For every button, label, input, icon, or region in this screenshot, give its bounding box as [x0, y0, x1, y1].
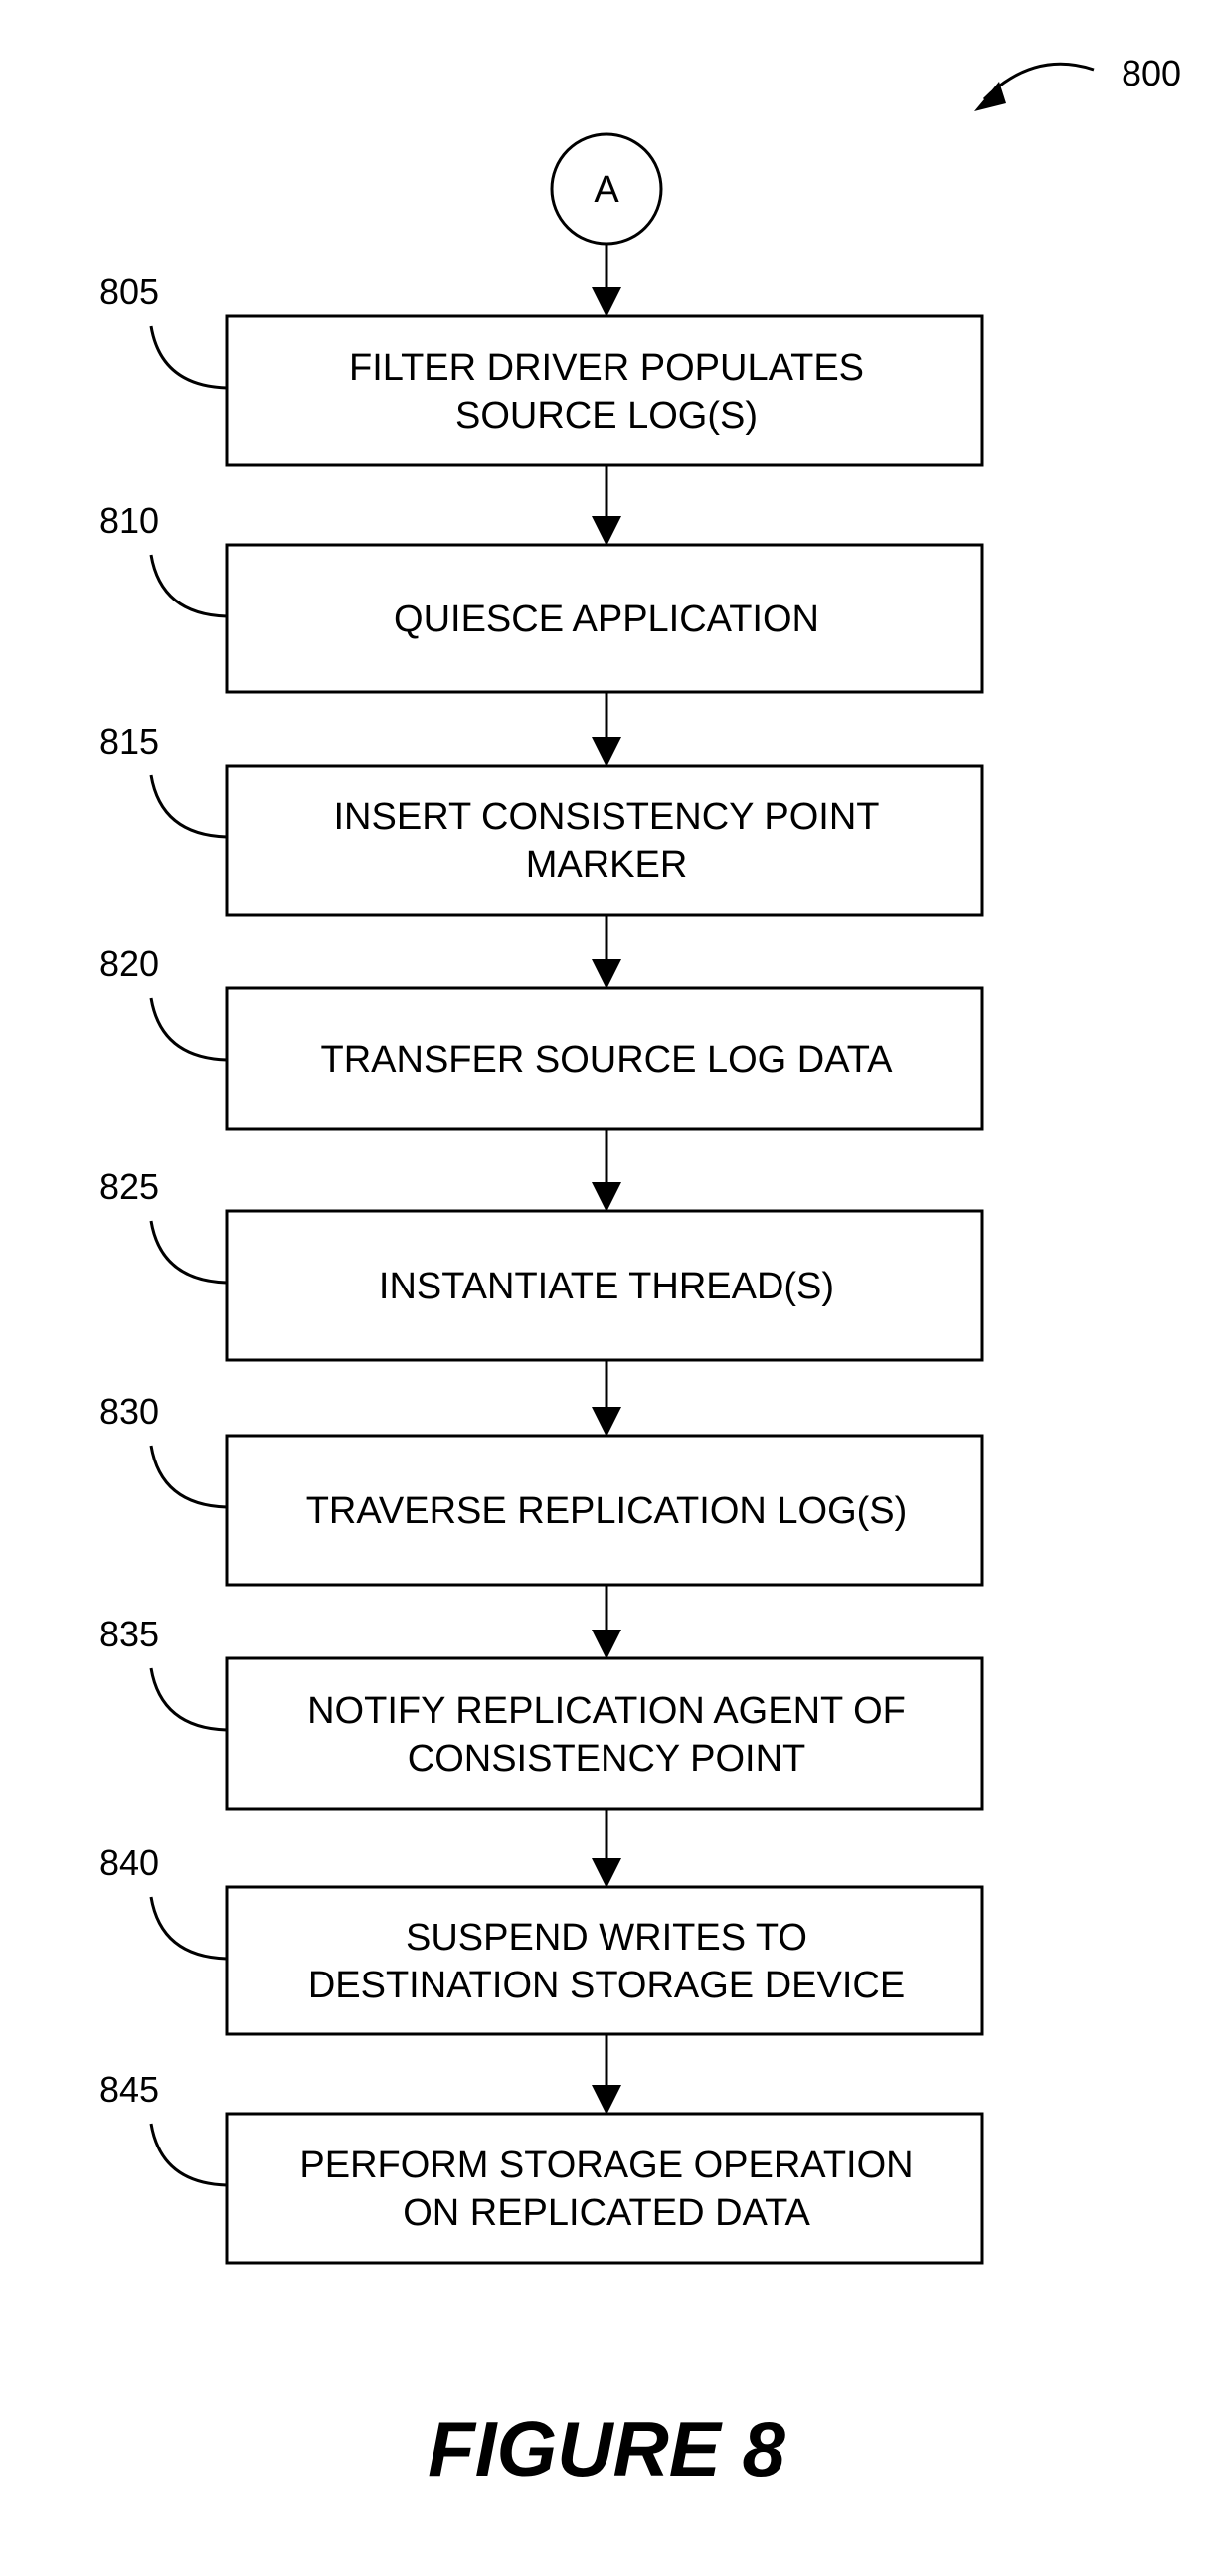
process-step-text: PERFORM STORAGE OPERATION [299, 2145, 913, 2186]
step-ref-leader [151, 1221, 227, 1283]
process-box [227, 766, 982, 915]
step-ref-label: 810 [99, 500, 159, 541]
process-box [227, 316, 982, 465]
step-ref-leader [151, 998, 227, 1060]
step-ref-leader [151, 775, 227, 837]
process-step-text: ON REPLICATED DATA [403, 2192, 810, 2234]
step-ref-label: 830 [99, 1391, 159, 1432]
step-ref-label: 835 [99, 1614, 159, 1654]
process-step: PERFORM STORAGE OPERATION ON REPLICATED D… [99, 2069, 982, 2263]
step-ref-leader [151, 1446, 227, 1507]
process-step-text: INSERT CONSISTENCY POINT [334, 796, 880, 838]
process-step: TRANSFER SOURCE LOG DATA 820 [99, 944, 982, 1129]
step-ref-label: 845 [99, 2069, 159, 2110]
step-ref-leader [151, 1897, 227, 1959]
process-step: QUIESCE APPLICATION 810 [99, 500, 982, 692]
process-step: FILTER DRIVER POPULATES SOURCE LOG(S) 805 [99, 271, 982, 465]
process-step: INSTANTIATE THREAD(S) 825 [99, 1166, 982, 1360]
figure-caption: FIGURE 8 [428, 2405, 785, 2492]
process-step-text: QUIESCE APPLICATION [394, 599, 819, 640]
process-step-text: SOURCE LOG(S) [455, 395, 758, 436]
step-ref-label: 825 [99, 1166, 159, 1207]
step-ref-label: 805 [99, 271, 159, 312]
process-step-text: FILTER DRIVER POPULATES [349, 347, 864, 389]
process-step-text: DESTINATION STORAGE DEVICE [308, 1965, 905, 2006]
process-step-text: SUSPEND WRITES TO [406, 1917, 807, 1959]
process-step: INSERT CONSISTENCY POINT MARKER 815 [99, 721, 982, 915]
step-ref-label: 815 [99, 721, 159, 762]
process-step: TRAVERSE REPLICATION LOG(S) 830 [99, 1391, 982, 1585]
step-ref-leader [151, 2124, 227, 2185]
start-connector-label: A [594, 169, 619, 211]
process-step-text: MARKER [526, 844, 688, 886]
process-step-text: NOTIFY REPLICATION AGENT OF [307, 1690, 906, 1732]
process-box [227, 1887, 982, 2034]
process-box [227, 1658, 982, 1809]
process-step-text: TRANSFER SOURCE LOG DATA [321, 1039, 894, 1081]
process-step-text: INSTANTIATE THREAD(S) [379, 1266, 834, 1307]
process-step: SUSPEND WRITES TO DESTINATION STORAGE DEV… [99, 1842, 982, 2034]
process-step-text: TRAVERSE REPLICATION LOG(S) [306, 1490, 908, 1532]
process-step-text: CONSISTENCY POINT [408, 1738, 805, 1780]
step-ref-leader [151, 326, 227, 388]
process-step: NOTIFY REPLICATION AGENT OF CONSISTENCY P… [99, 1614, 982, 1809]
step-ref-leader [151, 1668, 227, 1730]
step-ref-label: 820 [99, 944, 159, 984]
process-box [227, 2114, 982, 2263]
figure-ref-label: 800 [1122, 53, 1181, 93]
step-ref-label: 840 [99, 1842, 159, 1883]
step-ref-leader [151, 555, 227, 616]
